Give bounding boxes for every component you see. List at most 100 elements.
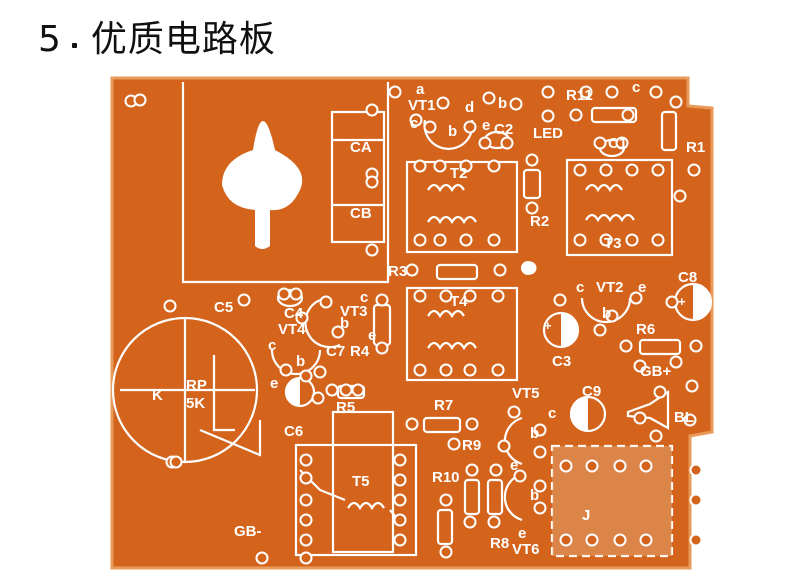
solder-pad [689,533,703,547]
solder-pad [619,339,633,353]
solder-pad [605,309,619,323]
label-r2: R2 [530,213,549,230]
label-c3: C3 [552,353,571,370]
solder-pad [633,359,647,373]
solder-pad [615,136,629,150]
label-b-vt6: b [530,487,539,504]
solder-pad [299,493,313,507]
solder-pad [299,513,313,527]
label-e-vt5: e [510,457,518,474]
solder-pad [585,459,599,473]
solder-pad [439,289,453,303]
label-r4: R4 [350,343,370,360]
label-c-vt4: c [268,337,276,354]
title-dot [71,43,77,48]
solder-pad [413,159,427,173]
label-r1: R1 [686,139,705,156]
solder-pad [289,287,303,301]
solder-pad [325,383,339,397]
label-r9: R9 [462,437,481,454]
label-r8: R8 [490,535,509,552]
solder-pad [393,493,407,507]
solder-pad [299,551,313,565]
solder-pad [491,363,505,377]
label-e-vt2: e [638,279,646,296]
solder-pad [365,103,379,117]
solder-pad [487,159,501,173]
label-c-vt5: c [548,405,556,422]
label-e-vt4: e [270,375,278,392]
solder-pad [331,325,345,339]
solder-pad [463,120,477,134]
label-c5: C5 [214,299,233,316]
label-k: K [152,387,163,404]
solder-pad [669,95,683,109]
solder-pads [124,85,703,565]
label-r11: R11 [566,87,593,104]
silkscreen-lines [111,82,713,558]
solder-pad [436,96,450,110]
solder-pad [533,501,547,515]
solder-pad [295,311,309,325]
solder-pad [299,471,313,485]
solder-pad [463,515,477,529]
label-c-vt3: c [360,289,368,306]
label-c6: C6 [284,423,303,440]
solder-pad [621,108,635,122]
solder-pad [409,113,423,127]
cap-polarity-marks [286,284,711,431]
label-r5: R5 [336,399,355,416]
solder-pad [525,153,539,167]
solder-pad [639,459,653,473]
solder-pad [573,233,587,247]
solder-pad [388,85,402,99]
label-c8: C8 [678,269,697,286]
label-vt2: VT2 [596,279,624,296]
silkscreen-labels: a VT1 d b c b e C2 LED R11 c C1 R1 CA CB… [152,79,705,558]
solder-pad [500,136,514,150]
solder-pad [163,299,177,313]
solder-pad [393,453,407,467]
solder-pad [585,533,599,547]
solder-pad [559,459,573,473]
solder-pad [513,469,527,483]
solder-pad [365,175,379,189]
solder-pad [613,459,627,473]
solder-pad [413,233,427,247]
label-r10: R10 [432,469,460,486]
solder-pad [311,391,325,405]
solder-pad [423,120,437,134]
solder-pad [493,263,507,277]
solder-pad [649,429,663,443]
solder-pad [299,453,313,467]
solder-pad [689,493,703,507]
solder-pad [497,439,511,453]
solder-pad [653,385,667,399]
solder-pad [299,533,313,547]
solder-pad [375,293,389,307]
solder-pad [553,293,567,307]
solder-pad [689,339,703,353]
solder-pad [447,437,461,451]
label-gbminus: GB- [234,523,262,540]
label-vt3: VT3 [340,303,368,320]
solder-pad [685,379,699,393]
solder-pad [459,159,473,173]
solder-pad [465,463,479,477]
solder-pad [687,163,701,177]
solder-pad [405,417,419,431]
label-c-r11: c [632,79,640,96]
solder-pad [533,445,547,459]
solder-pad [255,551,269,565]
label-b-vt2: b [602,305,611,322]
solder-pad [393,513,407,527]
label-d: d [465,99,474,116]
label-b-vt3: b [340,315,349,332]
label-vt5: VT5 [512,385,540,402]
solder-pad [478,136,492,150]
solder-pad [439,545,453,559]
solder-pad [439,493,453,507]
solder-pad [482,91,496,105]
solder-pad [509,97,523,111]
